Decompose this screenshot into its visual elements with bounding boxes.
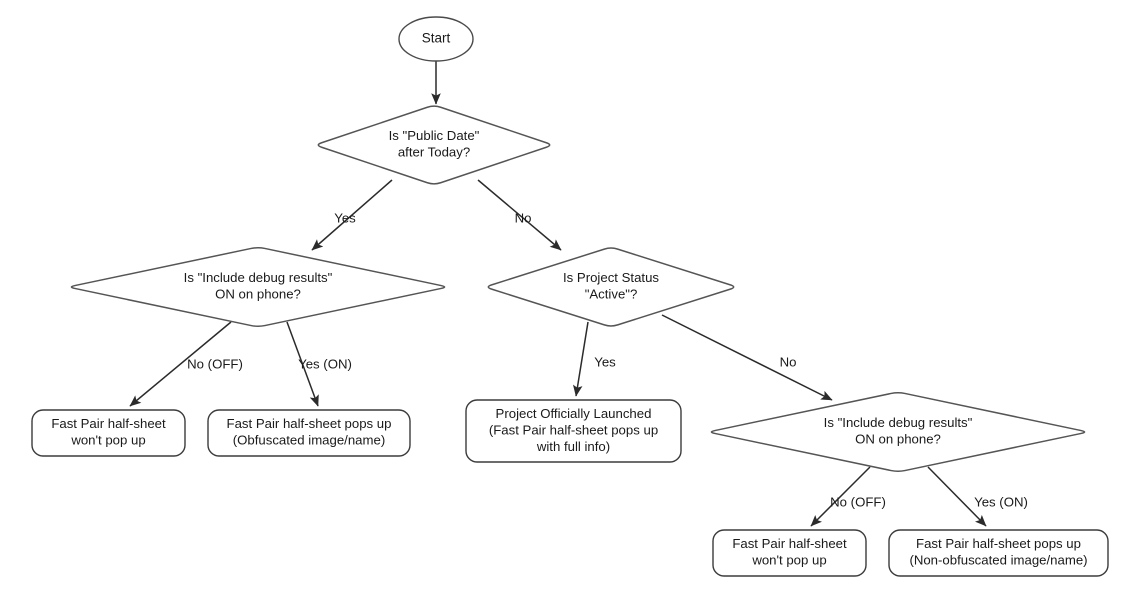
edge-line (572, 321, 589, 397)
terminal-box (465, 399, 682, 463)
nodes-layer: Start Is "Public Date" after Today? Is "Inc… (31, 16, 1109, 577)
node-label-line: Is Project Status (563, 270, 659, 285)
node-launched[interactable]: Project Officially Launched(Fast Pair ha… (465, 399, 682, 463)
edge-public_date-to-project_status: No (477, 179, 562, 251)
edge-label: Yes (ON) (974, 494, 1028, 509)
node-label-line: (Fast Pair half-sheet pops up (489, 422, 658, 437)
node-label-line: Project Officially Launched (496, 406, 652, 421)
edge-line (311, 179, 393, 251)
node-label-line: Fast Pair half-sheet pops up (227, 416, 392, 431)
decision-diamond (487, 247, 735, 327)
edge-line (661, 314, 833, 401)
node-debug_right[interactable]: Is "Include debug results" ON on phone? (710, 391, 1086, 473)
node-label-line: ON on phone? (215, 287, 301, 302)
edge-line (927, 466, 987, 527)
decision-diamond (317, 105, 551, 185)
edge-line (286, 321, 319, 407)
node-project_status[interactable]: Is Project Status "Active"? (487, 247, 735, 327)
node-left_no_result[interactable]: Fast Pair half-sheet won't pop up (31, 409, 186, 457)
edge-label: Yes (594, 354, 616, 369)
edge-debug_left-to-left_no_result: No (OFF) (129, 321, 243, 407)
start-ellipse (398, 16, 474, 62)
terminal-box (888, 529, 1109, 577)
node-label-line: (Non-obfuscated image/name) (909, 553, 1087, 568)
edge-label: No (780, 354, 797, 369)
terminal-box (712, 529, 867, 577)
node-right_no_result[interactable]: Fast Pair half-sheet won't pop up (712, 529, 867, 577)
edge-public_date-to-debug_left: Yes (311, 179, 393, 251)
edge-project_status-to-debug_right: No (661, 314, 833, 401)
node-label-line: Is "Include debug results" (184, 270, 333, 285)
node-label-line: Is "Include debug results" (824, 415, 973, 430)
edge-debug_right-to-right_yes_result: Yes (ON) (927, 466, 1028, 527)
edge-label: No (515, 210, 532, 225)
node-label-line: Fast Pair half-sheet (732, 536, 847, 551)
decision-diamond (70, 246, 446, 328)
node-label-line: (Obfuscated image/name) (233, 433, 385, 448)
node-label-line: Fast Pair half-sheet pops up (916, 536, 1081, 551)
node-left_yes_result[interactable]: Fast Pair half-sheet pops up (Obfuscated … (207, 409, 411, 457)
node-label-line: "Active"? (585, 287, 638, 302)
node-right_yes_result[interactable]: Fast Pair half-sheet pops up (Non-obfusca… (888, 529, 1109, 577)
node-label-line: ON on phone? (855, 432, 941, 447)
node-debug_left[interactable]: Is "Include debug results" ON on phone? (70, 246, 446, 328)
terminal-box (207, 409, 411, 457)
edge-line (810, 466, 871, 527)
node-label-line: after Today? (398, 145, 470, 160)
terminal-box (31, 409, 186, 457)
edge-label: Yes (ON) (298, 356, 352, 371)
node-label-line: with full info) (536, 439, 610, 454)
edge-project_status-to-launched: Yes (572, 321, 616, 397)
node-label-line: Start (422, 31, 451, 46)
edge-label: No (OFF) (187, 356, 243, 371)
edge-label: No (OFF) (830, 494, 886, 509)
edge-debug_left-to-left_yes_result: Yes (ON) (286, 321, 352, 407)
node-label-line: won't pop up (70, 433, 145, 448)
decision-diamond (710, 391, 1086, 473)
node-label-line: won't pop up (751, 553, 826, 568)
edge-line (129, 321, 232, 407)
node-label-line: Fast Pair half-sheet (51, 416, 166, 431)
edge-label: Yes (334, 210, 356, 225)
node-label-line: Is "Public Date" (389, 128, 480, 143)
edge-line (477, 179, 562, 251)
node-start[interactable]: Start (398, 16, 474, 62)
node-public_date[interactable]: Is "Public Date" after Today? (317, 105, 551, 185)
edge-debug_right-to-right_no_result: No (OFF) (810, 466, 886, 527)
